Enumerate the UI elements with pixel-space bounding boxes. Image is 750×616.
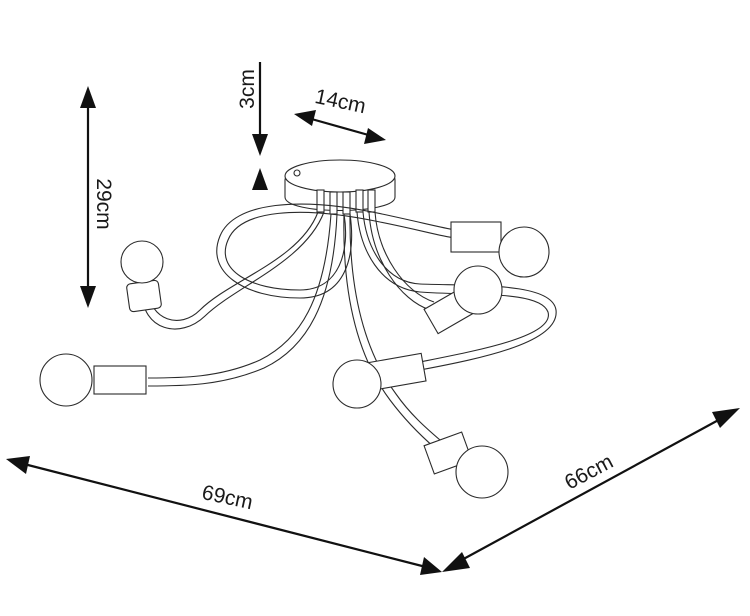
lamp-arms (141, 203, 557, 449)
dimension-canopy-height (252, 62, 268, 190)
dimension-canopy-diameter (294, 110, 386, 144)
dimension-height-total (80, 86, 96, 308)
ceiling-canopy (284, 159, 396, 215)
label-canopy-height: 3cm (236, 69, 259, 109)
label-depth: 66cm (561, 450, 617, 494)
label-canopy-diameter: 14cm (313, 85, 368, 118)
dimension-depth (442, 408, 740, 572)
bulbs (39, 221, 550, 499)
label-width: 69cm (200, 481, 255, 514)
dimension-width (6, 456, 442, 575)
label-height-total: 29cm (92, 178, 115, 229)
